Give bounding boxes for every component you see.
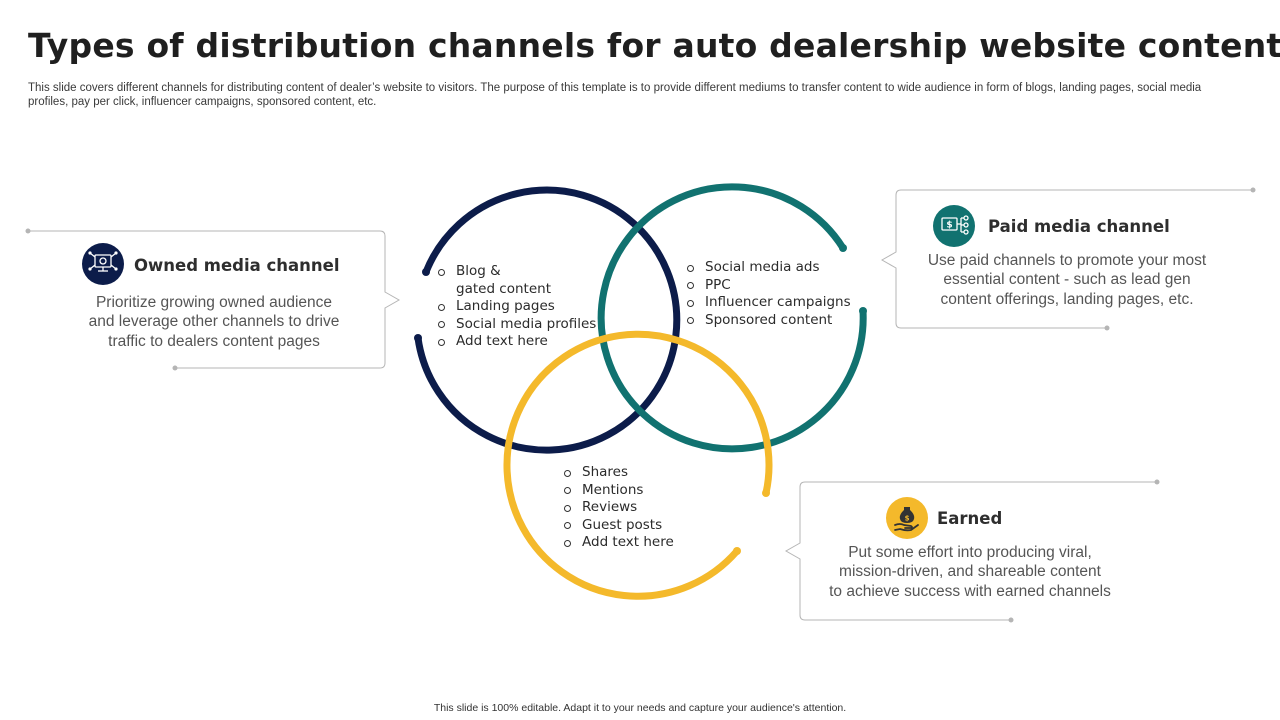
earned-items-list: Shares Mentions Reviews Guest posts Add … bbox=[563, 464, 674, 552]
earned-ring-end-dot bbox=[733, 547, 741, 555]
description-line: essential content - such as lead gen bbox=[943, 271, 1191, 289]
paid-items-list: Social media ads PPC Influencer campaign… bbox=[686, 259, 851, 329]
svg-text:$: $ bbox=[946, 221, 952, 231]
paid-card-dot bbox=[1250, 187, 1256, 193]
list-item: gated content bbox=[437, 281, 596, 299]
earned-ring bbox=[503, 330, 773, 600]
list-item: Social media ads bbox=[686, 259, 851, 277]
description-line: to achieve success with earned channels bbox=[829, 582, 1111, 600]
list-item: Add text here bbox=[437, 333, 596, 351]
list-item: Guest posts bbox=[563, 517, 674, 535]
slide-subtitle: This slide covers different channels for… bbox=[28, 82, 1202, 108]
slide-footer: This slide is 100% editable. Adapt it to… bbox=[433, 702, 847, 714]
description-line: content offerings, landing pages, etc. bbox=[940, 290, 1194, 308]
description-line: Prioritize growing owned audience bbox=[95, 294, 333, 311]
description-line: Put some effort into producing viral, bbox=[848, 544, 1092, 561]
description-line: and leverage other channels to drive bbox=[88, 313, 340, 331]
list-item: Sponsored content bbox=[686, 312, 851, 330]
list-item: Add text here bbox=[563, 534, 674, 552]
list-item: Social media profiles bbox=[437, 316, 596, 334]
owned-card-title: Owned media channel bbox=[134, 256, 340, 275]
list-item: PPC bbox=[686, 277, 851, 295]
paid-card-outline bbox=[880, 189, 1253, 329]
earned-card-description: Put some effort into producing viral, mi… bbox=[810, 543, 1130, 601]
paid-card-dot bbox=[1104, 325, 1110, 331]
list-item: Reviews bbox=[563, 499, 674, 517]
slide-title: Types of distribution channels for auto … bbox=[28, 26, 1280, 65]
paid-card-description: Use paid channels to promote your most e… bbox=[907, 251, 1227, 309]
owned-items-list: Blog & gated content Landing pages Socia… bbox=[437, 263, 596, 351]
svg-text:$: $ bbox=[905, 515, 910, 523]
paid-ring-end-dot bbox=[859, 307, 867, 315]
paid-ring bbox=[597, 183, 867, 453]
list-item: Blog & bbox=[437, 263, 596, 281]
earned-card-dot bbox=[1154, 479, 1160, 485]
earned-card-dot bbox=[1008, 617, 1014, 623]
list-item: Shares bbox=[563, 464, 674, 482]
description-line: Use paid channels to promote your most bbox=[927, 252, 1207, 269]
description-line: mission-driven, and shareable content bbox=[839, 563, 1101, 581]
hand-money-bag-icon: $ bbox=[886, 497, 928, 539]
earned-card-outline bbox=[784, 481, 1157, 621]
owned-ring bbox=[414, 186, 681, 454]
list-item: Landing pages bbox=[437, 298, 596, 316]
owned-ring-end-dot bbox=[422, 268, 430, 276]
earned-ring-end-dot bbox=[762, 489, 770, 497]
description-line: traffic to dealers content pages bbox=[108, 332, 320, 350]
list-item-continuation: gated content bbox=[456, 280, 551, 297]
owned-card-outline bbox=[28, 230, 401, 369]
paid-card-title: Paid media channel bbox=[988, 217, 1170, 236]
paid-ring-end-dot bbox=[839, 244, 847, 252]
owned-card-description: Prioritize growing owned audience and le… bbox=[55, 293, 373, 351]
earned-card-title: Earned bbox=[937, 509, 1003, 528]
computer-network-icon bbox=[82, 243, 124, 285]
owned-card-dot bbox=[25, 228, 31, 234]
list-item: Mentions bbox=[563, 482, 674, 500]
list-item: Influencer campaigns bbox=[686, 294, 851, 312]
owned-card-dot bbox=[172, 365, 178, 371]
money-network-icon: $ bbox=[933, 205, 975, 247]
owned-ring-end-dot bbox=[414, 334, 422, 342]
